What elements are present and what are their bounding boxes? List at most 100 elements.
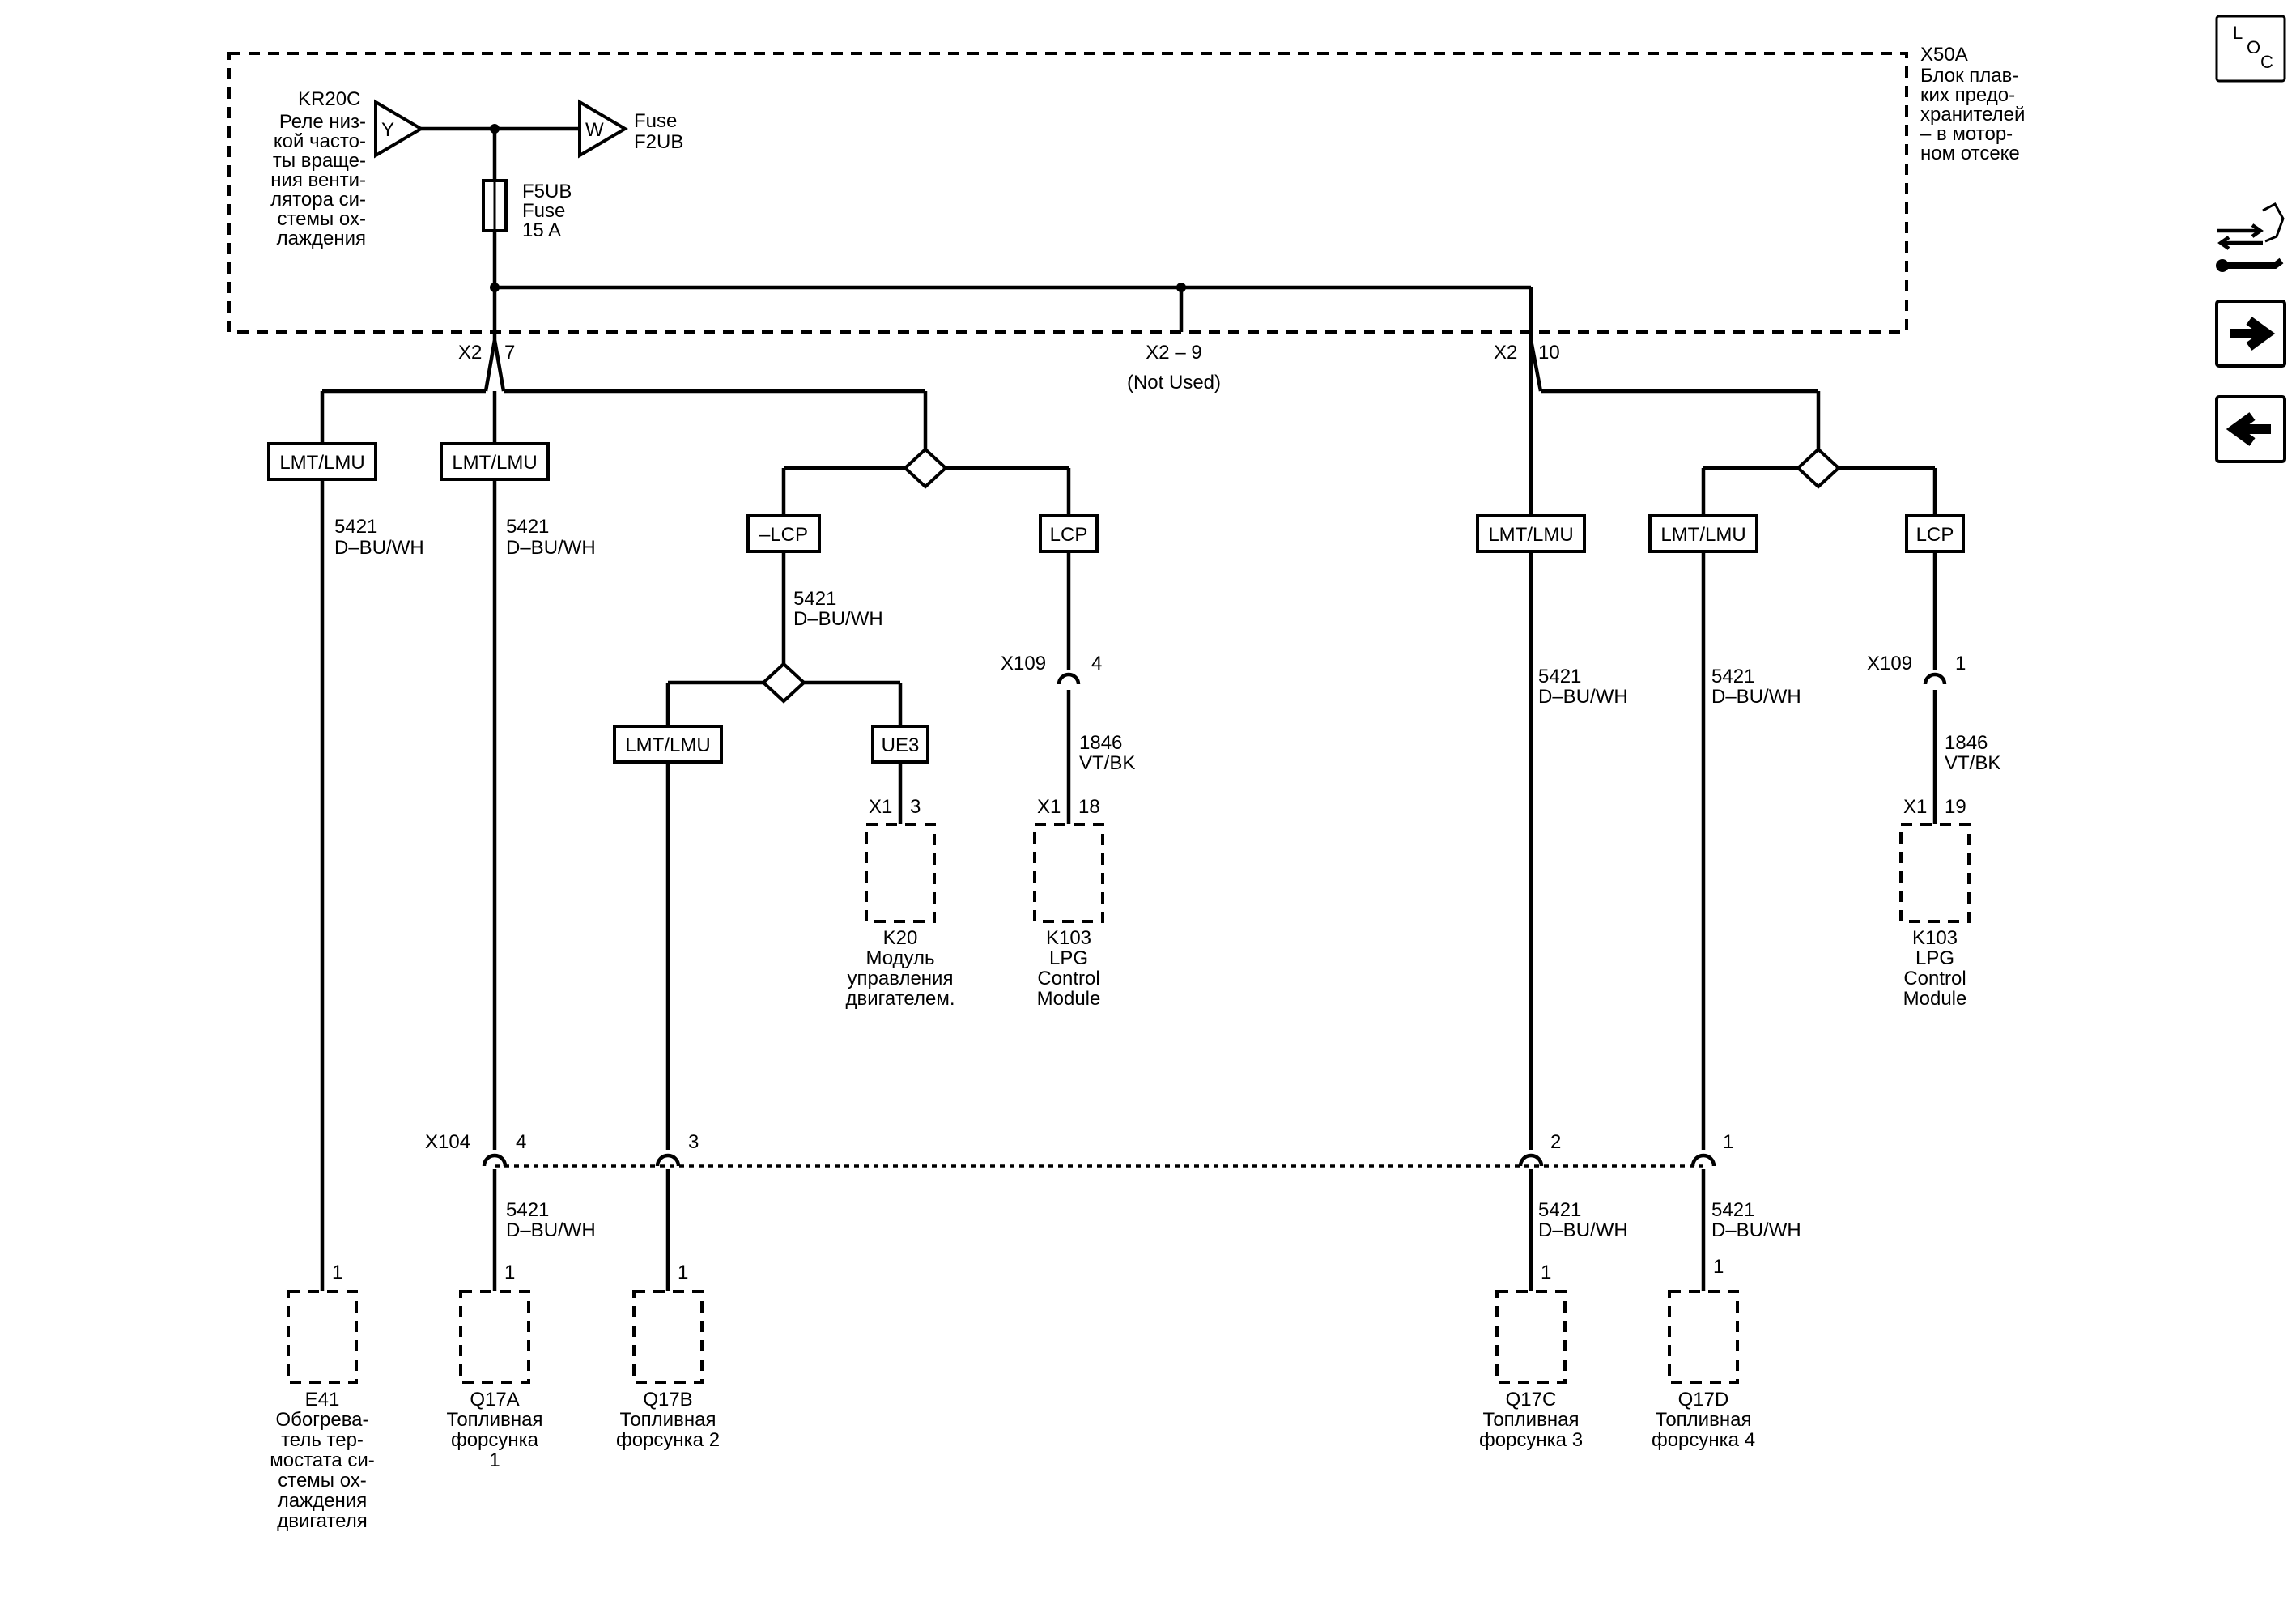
q17c-pin: 1 (1541, 1262, 1551, 1283)
k103b-label-1: K103 (1912, 927, 1958, 949)
x109-a-pin: 4 (1091, 653, 1102, 674)
q17c-label-2: Топливная (1483, 1409, 1580, 1431)
e41-pin: 1 (332, 1262, 342, 1283)
option-box-q17a (440, 442, 550, 481)
fuse-block-outline (227, 52, 1908, 334)
k103a-label-4: Module (1037, 988, 1101, 1010)
relay-name: KR20C (298, 88, 360, 110)
q17d-label-1: Q17D (1678, 1389, 1729, 1411)
fuse-f5-1: F5UB (522, 181, 572, 202)
x2-left-pin: 7 (504, 342, 515, 364)
component-q17b (632, 1290, 704, 1384)
x2-right-connector (1529, 332, 1543, 392)
option-box-lcp-1 (1039, 514, 1099, 553)
x109-b-connector (1923, 672, 1947, 685)
option-box-q17d (1648, 514, 1758, 553)
x104-name: X104 (425, 1131, 470, 1153)
component-q17d (1668, 1290, 1739, 1384)
wire-q17c-num: 5421 (1538, 666, 1581, 687)
x104-b-connector (655, 1153, 681, 1167)
fuse-f5-3: 15 A (522, 219, 561, 241)
wire-nlcp-num: 5421 (793, 588, 836, 610)
q17b-pin: 1 (678, 1262, 688, 1283)
option-split-diamond-3 (1796, 447, 1841, 489)
q17d-label-3: форсунка 4 (1652, 1429, 1755, 1451)
next-page-button[interactable] (2215, 300, 2286, 368)
x104-pin-b: 3 (688, 1131, 699, 1153)
x2-mid-note: (Not Used) (1127, 372, 1221, 394)
relay-desc-2: кой часто- (274, 130, 366, 152)
k103a-label-2: LPG (1049, 947, 1088, 969)
option-label-lcp-1: LCP (1050, 524, 1088, 546)
fuse-block-desc-2: ких предо- (1920, 84, 2015, 106)
relay-desc-1: Реле низ- (279, 111, 366, 133)
option-label-q17b: LMT/LMU (625, 734, 710, 756)
x2-left-name: X2 (458, 342, 482, 364)
q17d-pin: 1 (1713, 1256, 1724, 1278)
x109-a-connector (1057, 672, 1081, 685)
option-label-q17d: LMT/LMU (1660, 524, 1745, 546)
option-box-e41 (267, 442, 377, 481)
option-label-q17c: LMT/LMU (1488, 524, 1573, 546)
k103a-label-1: K103 (1046, 927, 1091, 949)
option-split-diamond-2 (761, 662, 806, 704)
wire-nlcp-color: D–BU/WH (793, 608, 883, 630)
q17c-label-1: Q17C (1506, 1389, 1557, 1411)
component-q17a (459, 1290, 530, 1384)
option-label-nlcp: –LCP (759, 524, 808, 546)
component-k20 (865, 823, 936, 923)
k20-label-2: Модуль (865, 947, 934, 969)
k103b-label-2: LPG (1915, 947, 1954, 969)
wire-q17a-lower-color: D–BU/WH (506, 1219, 596, 1241)
e41-label-7: двигателя (277, 1510, 367, 1532)
k20-label-3: управления (848, 968, 954, 989)
option-label-ue3: UE3 (882, 734, 920, 756)
x104-d-connector (1690, 1153, 1716, 1167)
e41-label-1: E41 (305, 1389, 340, 1411)
arrow-right-icon (2230, 317, 2276, 351)
x104-pin-c: 2 (1550, 1131, 1561, 1153)
option-box-ue3 (871, 725, 929, 764)
wire-1846-a-color: VT/BK (1079, 752, 1135, 774)
component-q17c (1495, 1290, 1567, 1384)
x104-pin-d: 1 (1723, 1131, 1733, 1153)
tool-plug-outline (2262, 202, 2285, 243)
relay-y-label: Y (381, 119, 394, 141)
fuse-f5-2: Fuse (522, 200, 565, 222)
q17a-label-4: 1 (489, 1449, 500, 1471)
q17c-label-3: форсунка 3 (1479, 1429, 1583, 1451)
component-k103-a (1033, 823, 1104, 923)
relay-desc-5: лятора си- (270, 189, 366, 211)
connector-tool-icon[interactable] (2216, 202, 2285, 272)
fuse-block-desc-4: – в мотор- (1920, 123, 2013, 145)
wire-q17c-lower-color: D–BU/WH (1538, 1219, 1628, 1241)
x104-c-connector (1518, 1153, 1544, 1167)
wire-e41-num: 5421 (334, 516, 377, 538)
x104-a-connector (482, 1153, 508, 1167)
x1-k103a-pin: 18 (1078, 796, 1100, 818)
locator-button[interactable]: L O C (2215, 15, 2286, 83)
wrench-icon (2218, 257, 2284, 269)
locator-button-frame (2215, 15, 2286, 83)
wire-q17a-lower-num: 5421 (506, 1199, 549, 1221)
component-e41 (287, 1290, 358, 1384)
wire-q17c-lower-num: 5421 (1538, 1199, 1581, 1221)
k20-label-1: K20 (883, 927, 918, 949)
relay-y-terminal (374, 99, 424, 159)
option-label-e41: LMT/LMU (279, 452, 364, 474)
relay-desc-3: ты враще- (273, 150, 366, 172)
x1-k20-pin: 3 (910, 796, 921, 818)
k103a-label-3: Control (1037, 968, 1099, 989)
wire-q17a-color: D–BU/WH (506, 537, 596, 559)
prev-page-button[interactable] (2215, 395, 2286, 463)
wire-q17d-lower-num: 5421 (1711, 1199, 1754, 1221)
splice-bus-left (490, 283, 500, 292)
arrow-left-icon (2226, 412, 2271, 446)
wrench-head (2216, 259, 2229, 272)
fuse-block-name: X50A (1920, 44, 1968, 66)
e41-label-4: мостата си- (270, 1449, 375, 1471)
relay-desc-4: ния венти- (270, 169, 366, 191)
x109-a-name: X109 (1001, 653, 1046, 674)
k103b-label-3: Control (1903, 968, 1966, 989)
fuse-w-label: W (585, 119, 604, 141)
